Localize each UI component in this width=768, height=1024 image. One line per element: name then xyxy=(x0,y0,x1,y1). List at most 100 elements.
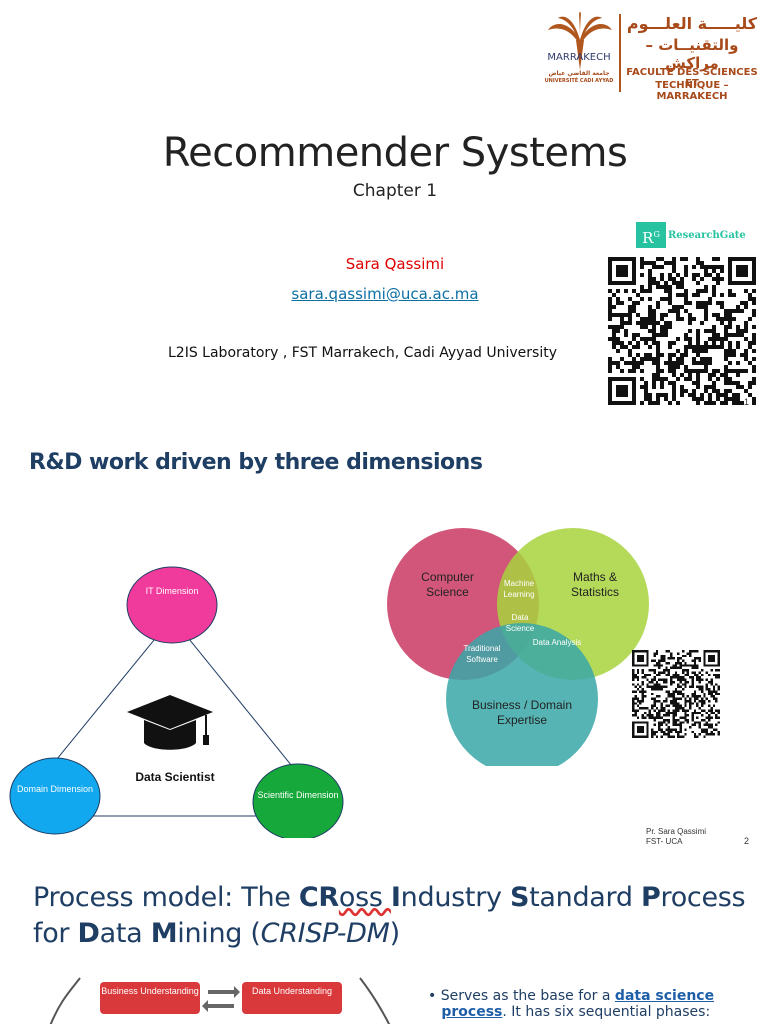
qr-module xyxy=(710,733,713,736)
qr-module xyxy=(712,728,716,731)
qr-module xyxy=(660,707,663,710)
qr-module xyxy=(732,397,736,401)
qr-module xyxy=(632,664,635,667)
qr-module xyxy=(692,369,696,373)
qr-module xyxy=(662,714,666,717)
qr-module xyxy=(670,728,673,731)
qr-module xyxy=(684,733,687,736)
qr-module xyxy=(696,373,700,377)
data-science-link[interactable]: data science xyxy=(614,988,715,1004)
qr-module xyxy=(672,261,676,265)
qr-module xyxy=(653,669,656,672)
qr-module xyxy=(720,301,724,305)
qr-module xyxy=(710,690,713,693)
qr-module xyxy=(748,393,752,397)
qr-module xyxy=(700,305,704,309)
qr-module xyxy=(672,381,676,385)
qr-module xyxy=(636,361,640,365)
qr-module xyxy=(672,680,675,684)
qr-module xyxy=(620,321,624,325)
qr-module xyxy=(700,673,704,677)
qr-module xyxy=(715,690,718,693)
qr-module xyxy=(724,357,728,361)
qr-module xyxy=(691,676,694,679)
qr-module xyxy=(667,711,671,715)
qr-module xyxy=(728,361,732,365)
qr-module xyxy=(674,661,678,665)
data-understanding-label: Data Understanding xyxy=(251,986,333,996)
qr-module xyxy=(716,369,720,373)
qr-module xyxy=(728,313,732,317)
qr-module xyxy=(641,659,644,662)
qr-module xyxy=(736,269,740,273)
qr-module xyxy=(677,735,680,738)
qr-module xyxy=(624,269,628,273)
qr-module xyxy=(664,377,668,381)
qr-module xyxy=(641,654,644,658)
researchgate-icon[interactable]: RG xyxy=(636,222,666,248)
qr-module xyxy=(728,345,732,349)
qr-module xyxy=(677,702,680,705)
qr-module xyxy=(744,281,748,285)
venn-cs-label: Computer Science xyxy=(421,570,474,599)
qr-module xyxy=(752,289,756,293)
qr-module xyxy=(665,699,668,703)
qr-module xyxy=(646,650,649,653)
qr-module xyxy=(652,281,656,285)
qr-module xyxy=(608,337,612,341)
qr-module xyxy=(677,661,680,665)
qr-module xyxy=(686,695,690,698)
qr-module xyxy=(712,673,716,677)
qr-module xyxy=(693,697,697,700)
qr-module xyxy=(648,317,652,321)
qr-module xyxy=(628,257,632,261)
qr-module xyxy=(716,393,720,397)
qr-module xyxy=(674,730,678,734)
researchgate-label[interactable]: ResearchGate xyxy=(668,230,746,241)
qr-module xyxy=(620,393,624,397)
qr-module xyxy=(684,664,687,667)
qr-module xyxy=(632,728,635,731)
qr-module xyxy=(680,305,684,309)
qr-module xyxy=(608,305,612,309)
qr-module xyxy=(677,657,680,660)
domain-dimension-node xyxy=(9,757,101,835)
qr-module xyxy=(652,265,656,269)
qr-module xyxy=(732,257,736,261)
qr-module xyxy=(696,293,700,297)
qr-module xyxy=(636,709,640,712)
qr-module xyxy=(692,397,696,401)
qr-module xyxy=(632,357,636,361)
qr-module xyxy=(667,714,671,717)
qr-module xyxy=(641,650,644,653)
qr-module xyxy=(693,657,697,660)
qr-module xyxy=(700,728,704,731)
qr-module xyxy=(698,726,701,729)
qr-module xyxy=(662,685,666,689)
qr-module xyxy=(691,723,694,727)
qr-module xyxy=(700,289,704,293)
qr-module xyxy=(684,704,687,708)
qr-module xyxy=(720,269,724,273)
logo-french-1: FACULTÉ DES SCIENCES ET xyxy=(626,67,758,89)
qr-module xyxy=(696,369,700,373)
qr-module xyxy=(636,683,640,686)
process-link[interactable]: process xyxy=(441,1004,503,1020)
qr-module xyxy=(608,261,612,265)
qr-module xyxy=(692,389,696,393)
qr-module xyxy=(677,707,680,710)
qr-module xyxy=(668,365,672,369)
qr-module xyxy=(712,385,716,389)
qr-module xyxy=(691,666,694,670)
qr-module xyxy=(703,730,706,734)
qr-module xyxy=(717,661,720,665)
qr-module xyxy=(708,273,712,277)
qr-module xyxy=(634,695,637,698)
author-email-link[interactable]: sara.qassimi@uca.ac.ma xyxy=(291,285,479,303)
qr-module xyxy=(712,733,716,736)
qr-module xyxy=(705,683,709,686)
qr-module xyxy=(640,257,644,261)
qr-module xyxy=(715,676,718,679)
qr-module xyxy=(668,345,672,349)
qr-module xyxy=(667,726,671,729)
